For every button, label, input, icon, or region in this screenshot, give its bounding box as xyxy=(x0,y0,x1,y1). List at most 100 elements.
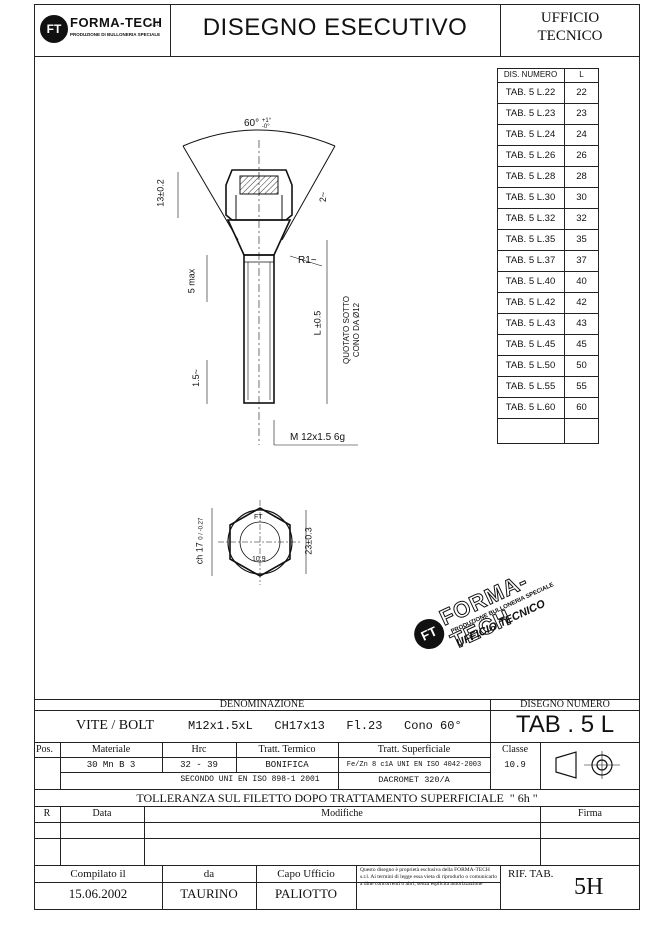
length-table-cell-length: 30 xyxy=(576,192,587,203)
length-table-cell-length: 42 xyxy=(576,297,587,308)
length-table-cell-length: 23 xyxy=(576,108,587,119)
title-block-divider xyxy=(60,772,490,773)
title-block-separator xyxy=(162,742,163,772)
title-block-divider xyxy=(34,806,640,807)
title-block-separator xyxy=(60,806,61,865)
note-line-2: CONO DA Ø12 xyxy=(352,302,361,358)
length-table-cell-length: 45 xyxy=(576,339,587,350)
length-table xyxy=(497,68,599,444)
length-table-divider xyxy=(497,397,599,398)
length-table-cell-length: 28 xyxy=(576,171,587,182)
thread-label: M 12x1.5 6g xyxy=(290,432,346,443)
length-table-cell-length: 24 xyxy=(576,129,587,140)
drawing-sheet xyxy=(34,4,640,910)
head-height-label: 13±0.2 xyxy=(155,179,166,207)
length-table-cell-number: TAB. 5 L.55 xyxy=(505,381,556,392)
length-table-divider xyxy=(497,187,599,188)
office-line-2: TECNICO xyxy=(537,28,603,44)
company-logo: FT FORMA-TECH s.r.l. PRODUZIONE DI BULLO… xyxy=(40,11,166,49)
header-separator xyxy=(170,4,171,56)
classe-value: 10.9 xyxy=(504,760,526,770)
radius-leader xyxy=(289,255,323,267)
length-table-cell-number: TAB. 5 L.60 xyxy=(505,402,556,413)
tolerance-note: TOLLERANZA SUL FILETTO DOPO TRATTAMENTO … xyxy=(136,791,538,805)
logo-suffix: s.r.l. xyxy=(150,22,160,28)
materiale-value: 30 Mn B 3 xyxy=(86,760,136,770)
length-table-divider xyxy=(497,208,599,209)
title-block-separator xyxy=(236,742,237,772)
revision-label: R xyxy=(43,808,51,819)
modifiche-row xyxy=(34,822,640,823)
head-mark-top: FT xyxy=(254,514,263,521)
angle-tol-plus: +1° xyxy=(261,118,272,124)
tratt-superficiale-label: Tratt. Superficiale xyxy=(377,744,451,755)
length-table-cell-number: TAB. 5 L.43 xyxy=(505,318,556,329)
radius-label: R1~ xyxy=(298,255,317,266)
rif-tab-label: RIF. TAB. xyxy=(508,868,554,880)
length-table-divider xyxy=(497,313,599,314)
length-table-cell-length: 22 xyxy=(576,87,587,98)
header-divider xyxy=(34,56,640,57)
tratt-termico-label: Tratt. Termico xyxy=(258,744,316,755)
length-table-cell-number: TAB. 5 L.22 xyxy=(505,87,556,98)
length-table-divider xyxy=(497,355,599,356)
logo-badge: FT xyxy=(40,15,68,43)
firma-label: Firma xyxy=(578,808,602,819)
hex-width-value: ch 17 xyxy=(194,542,205,565)
projection-symbol xyxy=(555,751,620,779)
length-table-divider xyxy=(497,103,599,104)
length-table-cell-number: TAB. 5 L.26 xyxy=(505,150,556,161)
length-table-cell-number: TAB. 5 L.30 xyxy=(505,192,556,203)
rif-tab-value: 5H xyxy=(574,874,604,900)
length-table-cell-number: TAB. 5 L.45 xyxy=(505,339,556,350)
hrc-label: Hrc xyxy=(191,744,207,755)
length-table-divider xyxy=(497,82,599,83)
tratt-termico-value: BONIFICA xyxy=(265,760,309,770)
length-table-divider xyxy=(497,334,599,335)
title-block-separator xyxy=(500,865,501,910)
length-table-header-length: L xyxy=(579,70,584,79)
length-table-divider xyxy=(497,292,599,293)
length-table-cell-number: TAB. 5 L.28 xyxy=(505,171,556,182)
classe-label: Classe xyxy=(501,744,529,755)
cone-line-right xyxy=(281,145,336,241)
length-table-column-divider xyxy=(564,68,565,444)
logo-brand: FORMA-TECH xyxy=(70,15,163,30)
chamfer-label: 2~ xyxy=(318,191,329,203)
title-block-top xyxy=(34,699,640,700)
head-mark-bottom: 10.9 xyxy=(252,556,266,563)
length-table-divider xyxy=(497,124,599,125)
capo-ufficio-label: Capo Ufficio xyxy=(277,868,335,880)
title-block-separator xyxy=(540,742,541,789)
note-line-1: QUOTATO SOTTO xyxy=(342,296,351,364)
length-label: L ±0.5 xyxy=(312,310,323,336)
title-block-separator xyxy=(490,742,491,789)
office-line-1: UFFICIO xyxy=(540,10,600,26)
cone-line-left xyxy=(182,145,239,241)
title-block-divider xyxy=(34,865,640,866)
angle-arc xyxy=(182,129,336,147)
length-table-divider xyxy=(497,418,599,419)
length-table-cell-length: 50 xyxy=(576,360,587,371)
compilato-label: Compilato il xyxy=(70,868,126,880)
dimension-note: QUOTATO SOTTO CONO DA Ø12 xyxy=(342,290,362,370)
length-table-cell-number: TAB. 5 L.37 xyxy=(505,255,556,266)
technical-drawing xyxy=(177,129,358,585)
da-label: da xyxy=(203,868,215,880)
projection-cone-icon xyxy=(555,751,577,779)
length-table-cell-number: TAB. 5 L.24 xyxy=(505,129,556,140)
length-table-divider xyxy=(497,250,599,251)
compilato-date: 15.06.2002 xyxy=(68,886,128,901)
undercut-label: 5 max xyxy=(186,268,197,294)
angle-tol-minus: -0° xyxy=(261,124,270,130)
header-separator xyxy=(500,4,501,56)
standard-note: SECONDO UNI EN ISO 898-1 2001 xyxy=(180,775,320,784)
title-block-separator xyxy=(60,742,61,789)
date-column-label: Data xyxy=(92,808,112,819)
length-table-cell-length: 37 xyxy=(576,255,587,266)
thread-end-label: 1.5~ xyxy=(190,369,201,387)
length-table-divider xyxy=(497,271,599,272)
title-block-divider xyxy=(34,882,500,883)
length-table-cell-number: TAB. 5 L.32 xyxy=(505,213,556,224)
length-table-cell-number: TAB. 5 L.42 xyxy=(505,297,556,308)
